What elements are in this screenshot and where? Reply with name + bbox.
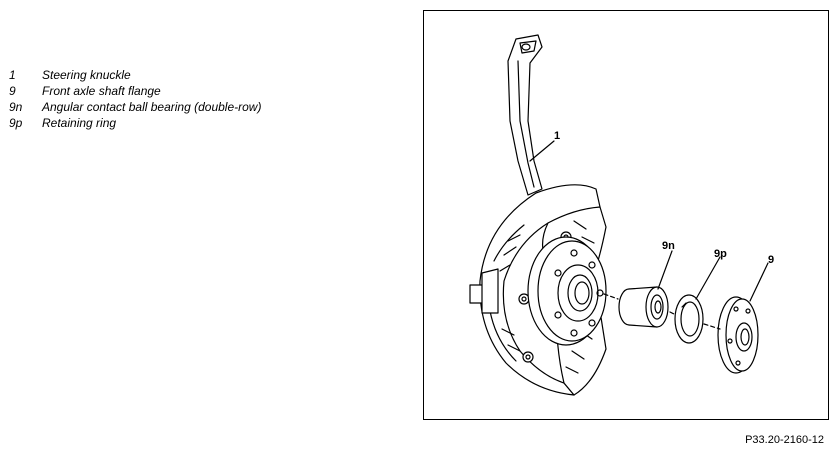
ball-bearing [618,286,669,328]
legend-text: Retaining ring [42,116,117,130]
legend-text: Angular contact ball bearing (double-row… [42,100,262,114]
parts-legend: 1 Steering knuckle 9 Front axle shaft fl… [9,67,261,131]
exploded-view-figure: 1 9n 9p 9 [423,10,829,420]
retaining-ring [674,294,704,344]
knuckle-hub [527,236,607,346]
legend-item: 9p Retaining ring [9,115,261,131]
assembly-axis [603,293,721,330]
callout-9p: 9p [714,248,727,260]
legend-number: 9n [9,100,23,114]
exploded-view-drawing: 1 9n 9p 9 [469,34,774,396]
legend-item: 9n Angular contact ball bearing (double-… [9,99,261,115]
legend-item: 9 Front axle shaft flange [9,83,261,99]
legend-number: 9 [9,84,16,98]
callout-1: 1 [554,130,560,142]
axle-shaft-flange [717,296,759,374]
callout-9: 9 [768,254,774,266]
figure-code: P33.20-2160-12 [745,434,824,446]
legend-text: Steering knuckle [42,68,131,82]
legend-number: 9p [9,116,23,130]
legend-number: 1 [9,68,16,82]
legend-item: 1 Steering knuckle [9,67,261,83]
steering-knuckle-arm [507,34,543,196]
callout-leaders [529,140,769,302]
legend-text: Front axle shaft flange [42,84,161,98]
callout-9n: 9n [662,240,675,252]
